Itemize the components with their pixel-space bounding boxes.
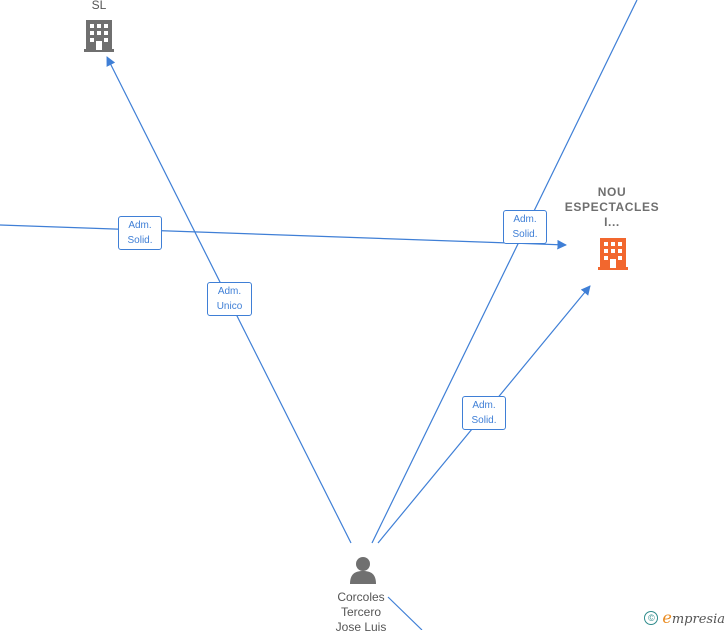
empresia-watermark: © empresia <box>644 608 725 627</box>
edge-label-adm-solid[interactable]: Adm.Solid. <box>118 216 162 250</box>
building-icon[interactable] <box>598 238 628 270</box>
node-label-sl: SL <box>91 0 107 12</box>
node-label-nou-espectacles: NOU ESPECTACLES I... <box>564 185 660 229</box>
edge-line-left-to-main <box>0 224 567 250</box>
copyright-icon: © <box>644 610 659 625</box>
edge-label-adm-solid[interactable]: Adm.Solid. <box>503 210 547 244</box>
edge-label-adm-unico[interactable]: Adm.Unico <box>207 282 252 316</box>
person-icon[interactable] <box>350 557 376 584</box>
edge-line-person-bottom <box>387 596 423 630</box>
edge-line-top-right <box>371 0 638 544</box>
building-icon[interactable] <box>84 20 114 52</box>
node-label-person: Corcoles Tercero Jose Luis <box>335 590 387 634</box>
brand-logo: empresia <box>662 608 725 627</box>
edge-label-adm-solid[interactable]: Adm.Solid. <box>462 396 506 430</box>
